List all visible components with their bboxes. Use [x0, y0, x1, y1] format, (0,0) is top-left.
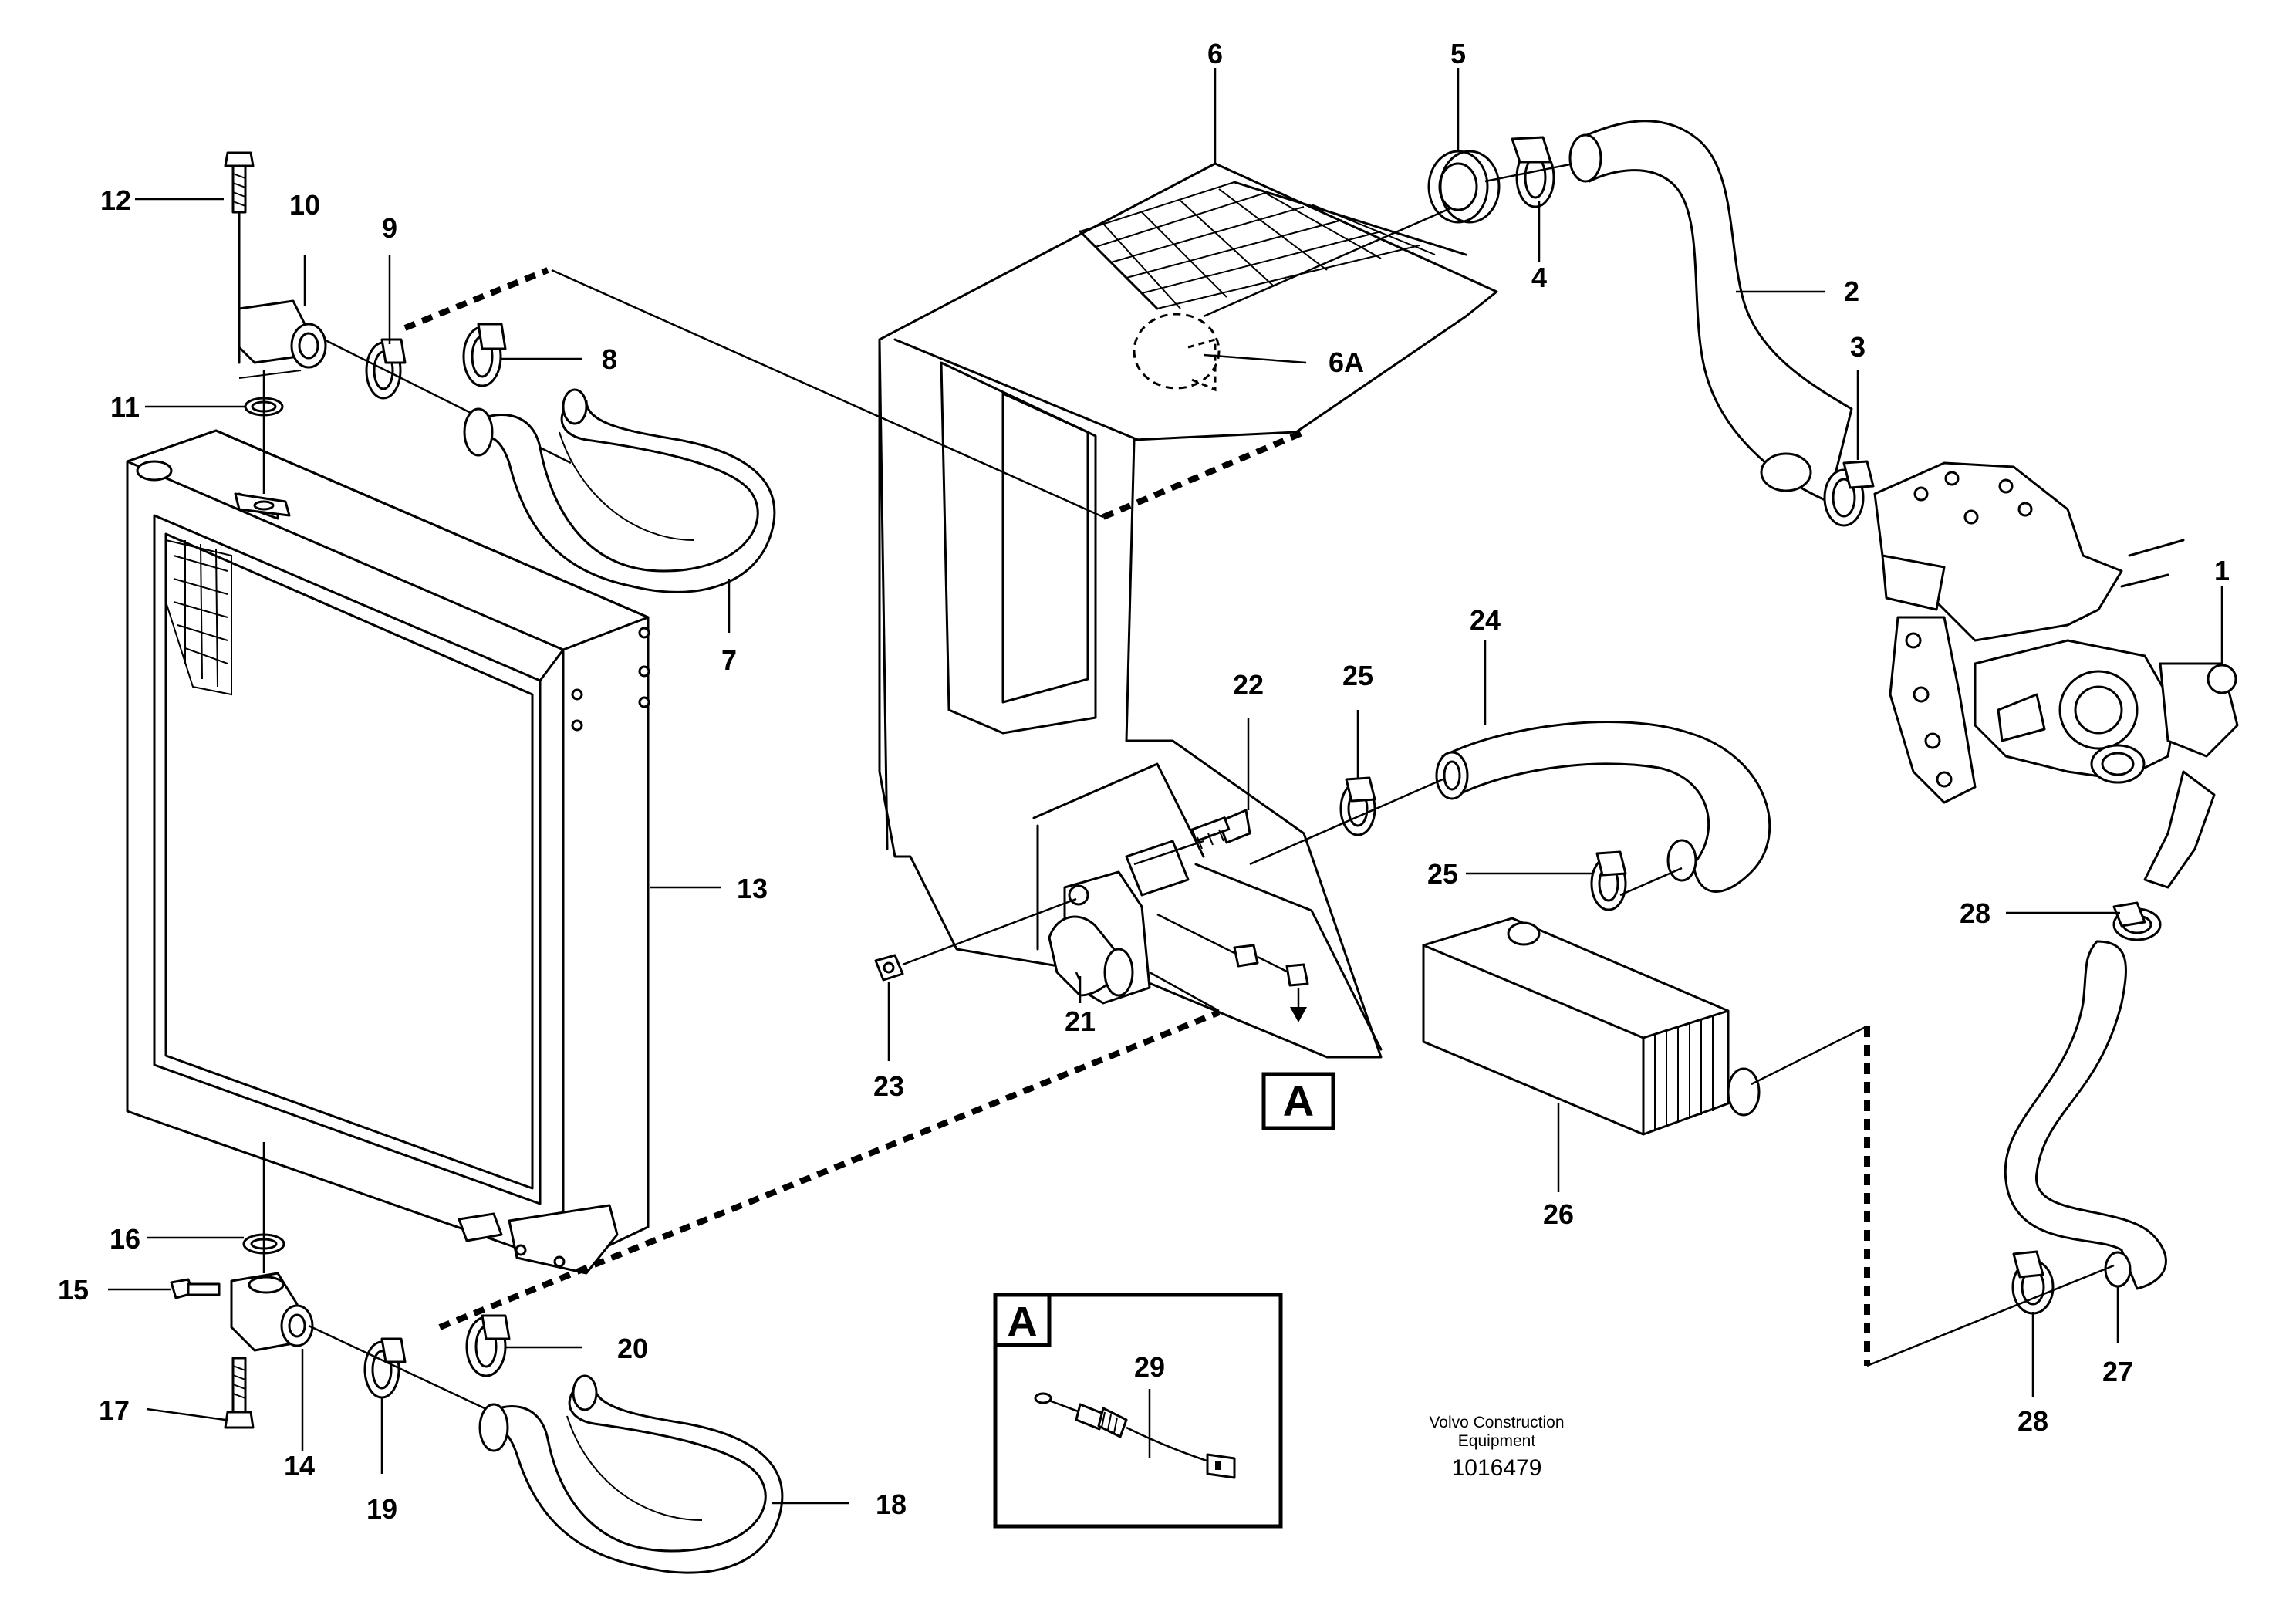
nut-23 — [874, 954, 904, 982]
leader-lines — [108, 68, 2223, 1505]
oil-cooler-hose-24 — [1435, 721, 1771, 893]
coolant-hose-27 — [2004, 940, 2167, 1290]
hose-clamp-20 — [465, 1314, 511, 1377]
water-pump-1 — [1873, 461, 2239, 889]
label-part-27: 27 — [2102, 1356, 2133, 1387]
coolant-hose-2 — [1568, 120, 1853, 503]
label-part-23: 23 — [873, 1070, 904, 1102]
radiator-mesh — [165, 539, 232, 696]
label-part-14: 14 — [284, 1450, 315, 1482]
label-part-17: 17 — [99, 1394, 130, 1426]
label-part-25-lower: 25 — [1427, 858, 1458, 890]
label-part-10: 10 — [289, 189, 320, 221]
label-part-6: 6 — [1207, 38, 1223, 69]
upper-hose-7 — [463, 388, 776, 593]
label-part-26: 26 — [1543, 1198, 1574, 1230]
radiator — [126, 429, 650, 1275]
label-part-19: 19 — [366, 1493, 397, 1525]
label-part-24: 24 — [1470, 604, 1501, 636]
label-part-9: 9 — [382, 212, 397, 244]
detail-a-marker-label: A — [1283, 1076, 1314, 1125]
hose-clamp-28-lower — [2011, 1250, 2055, 1315]
label-part-7: 7 — [721, 644, 737, 676]
bolt-22 — [1190, 809, 1251, 850]
credit-block: Volvo Construction Equipment 1016479 — [1429, 1414, 1564, 1481]
detail-a-inset-label: A — [1008, 1299, 1038, 1345]
part-labels: 6 5 4 2 3 1 6A 7 8 9 10 12 11 13 22 25 2… — [58, 38, 2230, 1525]
pipe-21 — [1048, 840, 1190, 1005]
bolt-15 — [170, 1278, 221, 1299]
document-number: 1016479 — [1452, 1455, 1542, 1481]
label-part-2: 2 — [1844, 275, 1859, 307]
label-part-3: 3 — [1850, 331, 1866, 363]
detail-a-marker — [1261, 1072, 1335, 1130]
credit-line-1: Volvo Construction — [1429, 1414, 1564, 1431]
credit-line-2: Equipment — [1458, 1432, 1536, 1450]
label-part-28-lower: 28 — [2017, 1405, 2048, 1437]
fan-shroud-6 — [878, 162, 1498, 1059]
label-part-20: 20 — [617, 1333, 648, 1364]
lower-hose-18 — [478, 1374, 784, 1574]
hose-clamp-3 — [1823, 460, 1875, 527]
label-part-25-upper: 25 — [1342, 660, 1373, 691]
hose-clamp-25-upper — [1339, 776, 1376, 836]
lower-connector — [230, 1272, 314, 1352]
detail-a-inset: A — [993, 1293, 1283, 1529]
hose-clamp-25-lower — [1590, 850, 1627, 911]
label-part-8: 8 — [602, 343, 617, 375]
shroud-grille — [1079, 181, 1467, 310]
label-part-16: 16 — [110, 1223, 140, 1255]
bolt-17 — [224, 1357, 255, 1429]
label-part-15: 15 — [58, 1274, 89, 1306]
oil-cooler-26 — [1422, 917, 1761, 1136]
bolt-12 — [224, 151, 255, 214]
label-part-13: 13 — [737, 873, 768, 904]
grommet-5 — [1427, 150, 1501, 224]
temperature-sensor-wire — [1156, 913, 1309, 987]
temperature-sensor-29 — [1034, 1392, 1236, 1479]
label-part-4: 4 — [1531, 262, 1547, 293]
hose-clamp-9 — [365, 338, 407, 400]
label-part-1: 1 — [2214, 555, 2230, 586]
label-part-12: 12 — [100, 184, 131, 216]
label-part-11: 11 — [110, 391, 140, 423]
hose-clamp-4 — [1511, 136, 1555, 208]
label-part-6a: 6A — [1329, 346, 1364, 378]
hose-clamp-8 — [462, 323, 507, 387]
hose-clamp-28-upper — [2112, 901, 2162, 941]
label-part-18: 18 — [876, 1489, 907, 1520]
label-part-22: 22 — [1233, 669, 1264, 701]
label-part-28-upper: 28 — [1960, 897, 1990, 929]
upper-connector — [238, 299, 327, 379]
label-part-29: 29 — [1134, 1351, 1165, 1383]
label-part-5: 5 — [1450, 38, 1466, 69]
label-part-21: 21 — [1065, 1005, 1096, 1037]
